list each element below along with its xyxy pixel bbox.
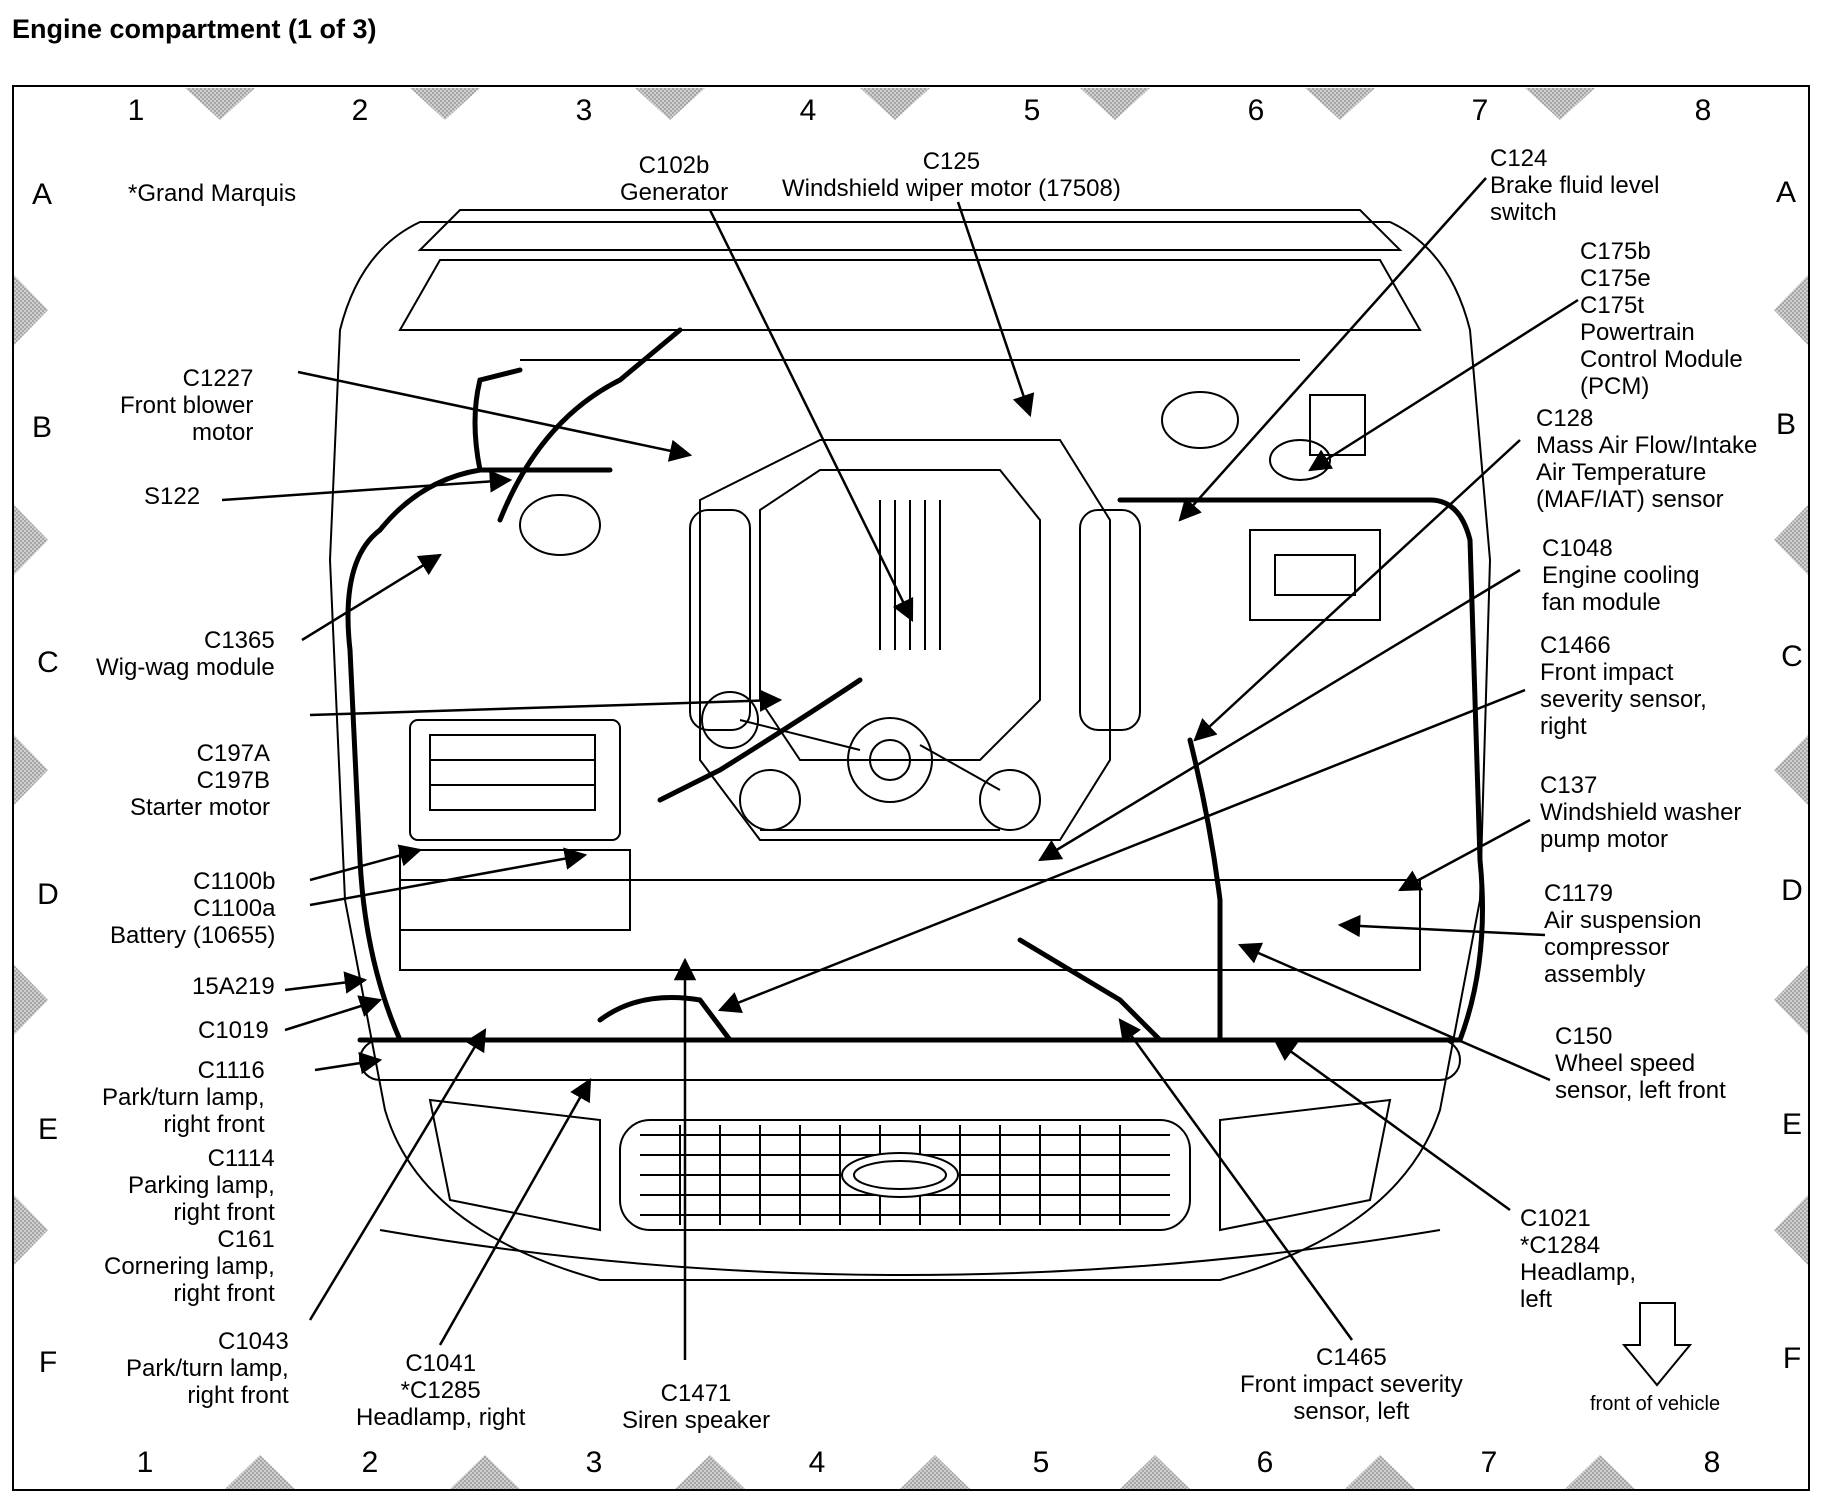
- grid-column-label-2: 2: [351, 94, 369, 127]
- callout-s122: S122: [144, 483, 201, 510]
- grid-row-label-f-right: F: [1782, 1342, 1802, 1375]
- grid-column-label-3-bottom: 3: [585, 1446, 603, 1479]
- callout-c1019: C1019: [198, 1017, 269, 1044]
- callout-c197-starter-motor: C197A C197B Starter motor: [130, 740, 271, 821]
- grid-markers-bottom: [225, 1455, 1635, 1489]
- grid-row-label-c-right: C: [1781, 640, 1803, 673]
- callout-c1041-headlamp-right: C1041 *C1285 Headlamp, right: [356, 1350, 526, 1431]
- callout-c175-pcm: C175b C175e C175t Powertrain Control Mod…: [1580, 238, 1743, 400]
- grid-column-label-5: 5: [1023, 94, 1041, 127]
- grid-column-label-5-bottom: 5: [1032, 1446, 1050, 1479]
- leader-lines: [221, 177, 1579, 1360]
- grid-column-label-1-bottom: 1: [136, 1446, 154, 1479]
- callout-c1466-front-impact-severity-sensor-right: C1466 Front impact severity sensor, righ…: [1540, 632, 1707, 740]
- callout-c124-brake-fluid-level-switch: C124 Brake fluid level switch: [1490, 145, 1660, 226]
- grid-column-label-3: 3: [575, 94, 593, 127]
- front-of-vehicle-label: front of vehicle: [1590, 1393, 1721, 1415]
- grid-column-label-4: 4: [799, 94, 817, 127]
- callout-c150-wheel-speed-sensor: C150 Wheel speed sensor, left front: [1555, 1023, 1726, 1104]
- grid-row-label-f: F: [38, 1346, 58, 1379]
- callout-c1048-engine-cooling-fan-module: C1048 Engine cooling fan module: [1542, 535, 1700, 616]
- callout-15a219: 15A219: [192, 973, 275, 1000]
- grid-row-label-c: C: [37, 646, 59, 679]
- grid-row-label-d: D: [37, 878, 59, 911]
- grid-row-label-a-right: A: [1775, 176, 1796, 209]
- grid-column-label-4-bottom: 4: [808, 1446, 826, 1479]
- grid-row-label-e-right: E: [1781, 1108, 1802, 1141]
- grid-column-label-8-bottom: 8: [1703, 1446, 1721, 1479]
- callout-c1179-air-suspension-compressor: C1179 Air suspension compressor assembly: [1544, 880, 1702, 988]
- grid-column-label-7-bottom: 7: [1480, 1446, 1498, 1479]
- grid-row-label-b: B: [31, 411, 52, 444]
- callout-c102b-generator: C102b Generator: [620, 152, 729, 206]
- grid-markers-left: [14, 275, 48, 1265]
- front-arrow-icon: [1621, 1302, 1693, 1387]
- callout-c125-windshield-wiper-motor: C125 Windshield wiper motor (17508): [782, 148, 1121, 202]
- grid-row-label-e: E: [37, 1113, 58, 1146]
- callout-c1365-wig-wag-module: C1365 Wig-wag module: [96, 627, 275, 681]
- callout-c128-maf-iat-sensor: C128 Mass Air Flow/Intake Air Temperatur…: [1536, 405, 1758, 513]
- callout-c1465-front-impact-severity-sensor-left: C1465 Front impact severity sensor, left: [1240, 1344, 1463, 1425]
- grid-column-label-1: 1: [127, 94, 145, 127]
- grand-marquis-note: *Grand Marquis: [128, 180, 297, 207]
- grid-markers-right: [1774, 275, 1808, 1265]
- grid-row-label-d-right: D: [1781, 874, 1803, 907]
- diagram-frame: [12, 85, 1810, 1491]
- grid-row-label-a: A: [31, 178, 52, 211]
- callout-c137-windshield-washer-pump-motor: C137 Windshield washer pump motor: [1540, 772, 1742, 853]
- callout-c1021-headlamp-left: C1021 *C1284 Headlamp, left: [1520, 1205, 1637, 1313]
- callout-c1100-battery: C1100b C1100a Battery (10655): [110, 868, 276, 949]
- callout-c1471-siren-speaker: C1471 Siren speaker: [622, 1380, 771, 1434]
- grid-row-label-b-right: B: [1775, 408, 1796, 441]
- grid-column-label-6-bottom: 6: [1256, 1446, 1274, 1479]
- callout-c1114-parking-lamp-c161-cornering-lamp: C1114 Parking lamp, right front C161 Cor…: [104, 1145, 275, 1307]
- grid-column-label-8: 8: [1694, 94, 1712, 127]
- grid-column-label-6: 6: [1247, 94, 1265, 127]
- grid-column-label-7: 7: [1471, 94, 1489, 127]
- callout-c1227-front-blower-motor: C1227 Front blower motor: [120, 365, 254, 446]
- callout-c1116-park-turn-lamp: C1116 Park/turn lamp, right front: [102, 1057, 265, 1138]
- engine-compartment-drawing: [328, 209, 1492, 1281]
- grid-markers-top: [185, 88, 1595, 120]
- page-title: Engine compartment (1 of 3): [12, 14, 377, 44]
- grid-column-label-2-bottom: 2: [361, 1446, 379, 1479]
- callout-c1043-park-turn-lamp: C1043 Park/turn lamp, right front: [126, 1328, 289, 1409]
